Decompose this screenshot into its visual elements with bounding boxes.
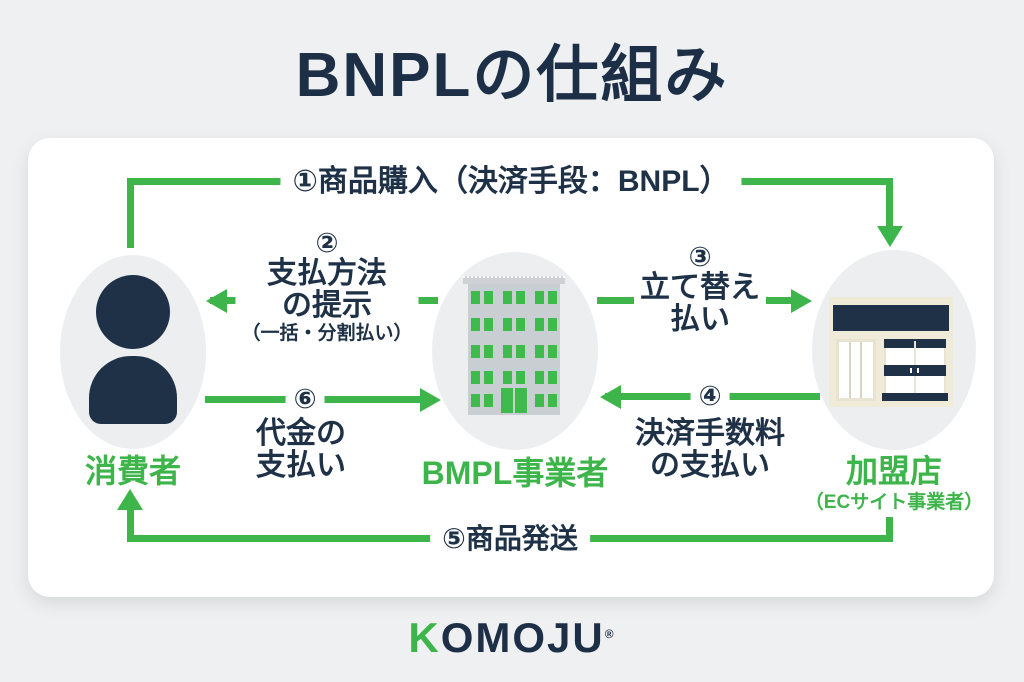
store-icon <box>829 297 953 407</box>
step5-arrowhead-up-icon <box>117 489 143 510</box>
step5-arrow-right-vertical <box>886 517 893 542</box>
step5-label: ⑤商品発送 <box>430 521 590 557</box>
store-door-handlebar <box>884 365 946 376</box>
step1-arrow-left-vertical <box>127 182 134 248</box>
store-sign <box>833 305 949 331</box>
step4-number: ④ <box>690 381 730 411</box>
store-doors <box>882 339 948 401</box>
step1-label: ①商品購入（決済手段：BNPL） <box>280 164 742 200</box>
store-door-bottombar <box>882 393 948 401</box>
merchant-label: 加盟店 <box>845 453 943 489</box>
komoju-logo-rest: OMOJU <box>440 614 605 661</box>
step6-number: ⑥ <box>285 384 325 414</box>
merchant-sublabel: （ECサイト事業者） <box>804 492 984 513</box>
provider-label: BMPL事業者 <box>421 455 609 491</box>
komoju-logo: KOMOJU® <box>0 614 1024 662</box>
store-window-panes <box>839 342 873 398</box>
step1-arrowhead-down-icon <box>877 226 903 247</box>
consumer-label: 消費者 <box>84 453 182 489</box>
step1-arrow-right-vertical <box>886 178 893 227</box>
step6-arrowhead-right-icon <box>420 388 441 412</box>
step5-arrow-left-vertical <box>127 507 134 542</box>
step2-arrowhead-left-icon <box>206 289 227 313</box>
person-icon <box>96 275 170 349</box>
step3-arrowhead-right-icon <box>791 289 812 313</box>
step4-arrowhead-left-icon <box>600 385 621 409</box>
building-icon <box>468 284 560 415</box>
building-windows-row <box>469 345 559 358</box>
komoju-logo-k: K <box>408 614 441 661</box>
step4-label: 決済手数料 の支払い <box>635 417 785 482</box>
building-door <box>501 388 527 413</box>
building-windows-row <box>469 371 559 384</box>
page-title: BNPLの仕組み <box>295 41 729 110</box>
step6-label: 代金の 支払い <box>256 417 346 482</box>
step3-label: ③ 立て替え 払い <box>634 242 766 336</box>
store-window <box>836 339 876 401</box>
building-icon-roof <box>463 276 565 284</box>
registered-mark: ® <box>604 627 616 641</box>
building-windows-row <box>469 318 559 331</box>
building-windows-row <box>469 291 559 304</box>
step2-label: ② 支払方法 の提示 （一括・分割払い） <box>235 228 419 345</box>
person-icon-body <box>89 356 177 424</box>
